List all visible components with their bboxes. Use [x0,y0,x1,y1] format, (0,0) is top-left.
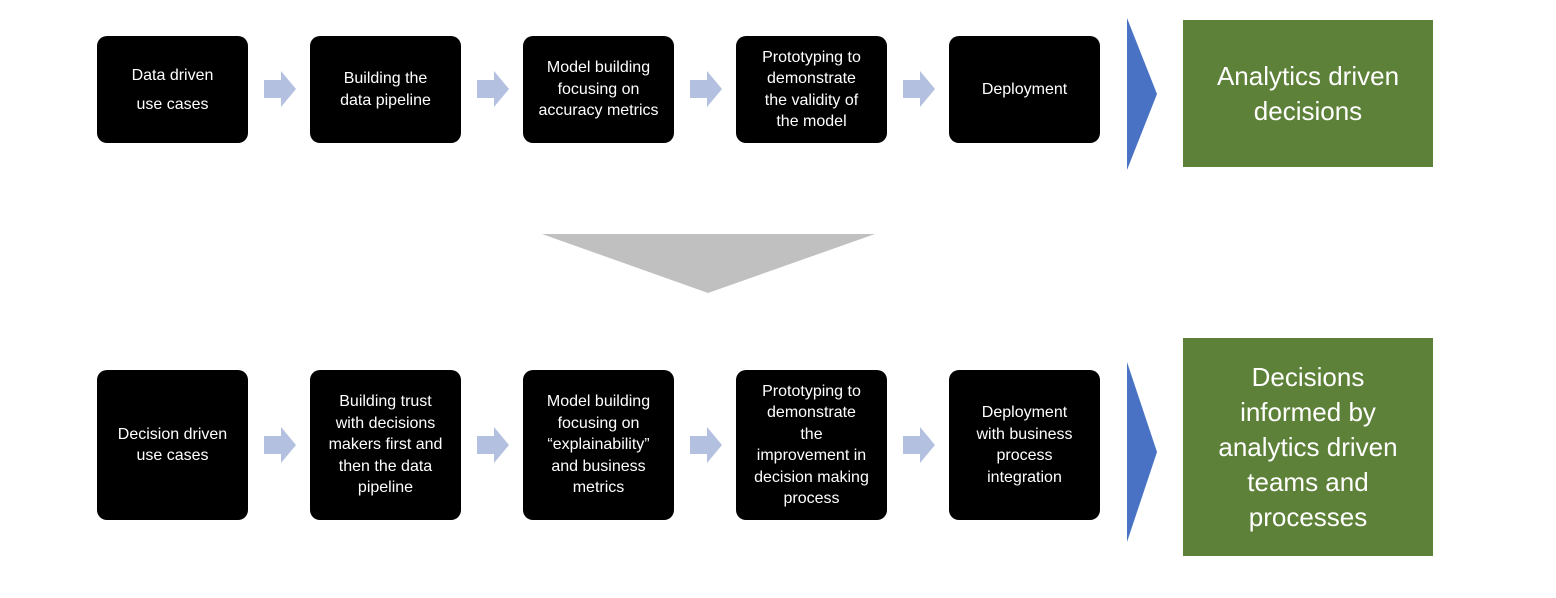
row1-step-model-building: Model building focusing on accuracy metr… [523,36,674,143]
row2-step-building-trust: Building trust with decisions makers fir… [310,370,461,520]
row2-step-prototyping: Prototyping to demonstrate the improveme… [736,370,887,520]
row1-step-prototyping: Prototyping to demonstrate the validity … [736,36,887,143]
row2-step-use-cases: Decision driven use cases [97,370,248,520]
row2-step-deployment: Deployment with business process integra… [949,370,1100,520]
down-chevron-icon [542,234,875,293]
row1-step-data-pipeline: Building the data pipeline [310,36,461,143]
row1-step-deployment: Deployment [949,36,1100,143]
right-arrow-icon [903,427,935,463]
right-arrow-icon [903,71,935,107]
right-arrow-icon [264,427,296,463]
row1-outcome: Analytics driven decisions [1183,20,1433,167]
row2-outcome: Decisions informed by analytics driven t… [1183,338,1433,556]
right-arrow-icon [477,71,509,107]
right-triangle-icon [1127,362,1157,542]
row1-step-use-cases: Data driven use cases [97,36,248,143]
right-arrow-icon [264,71,296,107]
right-arrow-icon [690,427,722,463]
row2-step-model-building: Model building focusing on “explainabili… [523,370,674,520]
right-arrow-icon [477,427,509,463]
right-arrow-icon [690,71,722,107]
right-triangle-icon [1127,18,1157,170]
